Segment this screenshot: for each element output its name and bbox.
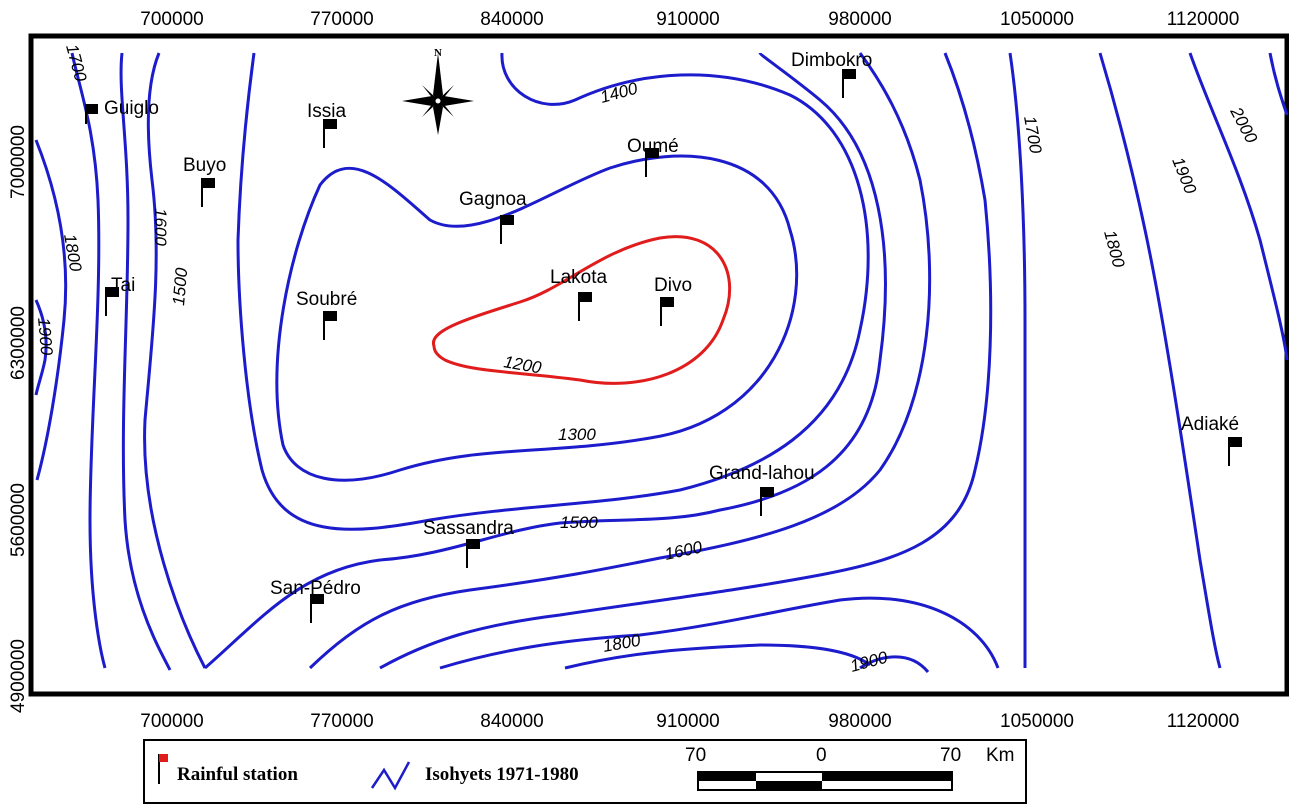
isohyet-1200 bbox=[432, 235, 732, 385]
station-adiake[interactable]: Adiaké bbox=[1181, 414, 1242, 466]
isohyet-1500-east bbox=[204, 51, 887, 670]
red-flag-icon bbox=[158, 754, 168, 784]
station-san-pedro[interactable]: San-Pédro bbox=[270, 578, 361, 623]
map-frame bbox=[28, 33, 1289, 697]
isohyet-1800-far bbox=[1008, 52, 1027, 668]
y-tick: 7000000 bbox=[8, 125, 29, 199]
x-tick-top: 1050000 bbox=[1000, 9, 1074, 30]
station-lakota[interactable]: Lakota bbox=[550, 267, 607, 321]
station-issia[interactable]: Issia bbox=[307, 101, 347, 148]
isohyet-1500-west bbox=[143, 52, 207, 669]
x-tick-bottom: 840000 bbox=[480, 711, 543, 732]
isohyet-2000 bbox=[1188, 52, 1289, 361]
station-label: Oumé bbox=[627, 136, 679, 157]
isohyet-1800-west bbox=[34, 139, 68, 481]
isohyet-label: 1500 bbox=[169, 266, 191, 306]
station-dimbokro[interactable]: Dimbokro bbox=[791, 50, 872, 98]
x-tick-top: 910000 bbox=[656, 9, 719, 30]
isohyet-1300 bbox=[275, 154, 799, 482]
x-tick-top: 840000 bbox=[480, 9, 543, 30]
isohyet-label: 1500 bbox=[560, 513, 598, 532]
x-tick-bottom: 1050000 bbox=[1000, 711, 1074, 732]
y-tick: 4900000 bbox=[8, 639, 29, 713]
x-tick-bottom: 1120000 bbox=[1167, 711, 1240, 732]
isohyet-labels: 1700 1800 1900 1600 1500 1400 1300 1200 … bbox=[34, 42, 1261, 676]
x-axis-bottom: 700000 770000 840000 910000 980000 10500… bbox=[140, 711, 1239, 732]
station-guiglo[interactable]: Guiglo bbox=[85, 98, 159, 124]
station-label: Buyo bbox=[183, 155, 226, 176]
y-axis-left: 7000000 6300000 5600000 4900000 bbox=[8, 125, 29, 713]
isohyet-1800-east bbox=[439, 596, 1000, 670]
station-label: Adiaké bbox=[1181, 414, 1239, 435]
isohyet-1700-east bbox=[379, 52, 993, 670]
isohyet-label: 1600 bbox=[151, 208, 170, 246]
station-grand-lahou[interactable]: Grand-lahou bbox=[709, 463, 815, 516]
isohyet-1600-east bbox=[308, 52, 932, 670]
station-label: Tai bbox=[111, 275, 135, 296]
x-tick-top: 770000 bbox=[310, 9, 373, 30]
station-buyo[interactable]: Buyo bbox=[183, 155, 226, 207]
y-tick: 5600000 bbox=[8, 483, 29, 557]
station-oume[interactable]: Oumé bbox=[627, 136, 679, 177]
north-letter: N bbox=[434, 47, 442, 59]
x-tick-bottom: 770000 bbox=[310, 711, 373, 732]
x-axis-top: 700000 770000 840000 910000 980000 10500… bbox=[140, 9, 1239, 30]
station-divo[interactable]: Divo bbox=[654, 275, 692, 326]
x-tick-top: 700000 bbox=[140, 9, 203, 30]
station-label: Divo bbox=[654, 275, 692, 296]
legend-station-label: Rainful station bbox=[177, 764, 298, 785]
station-label: Dimbokro bbox=[791, 50, 872, 71]
x-tick-top: 1120000 bbox=[1167, 9, 1240, 30]
isohyet-label: 1900 bbox=[34, 317, 56, 357]
station-gagnoa[interactable]: Gagnoa bbox=[459, 189, 527, 244]
station-label: Gagnoa bbox=[459, 189, 527, 210]
station-label: Soubré bbox=[296, 289, 357, 310]
y-tick: 6300000 bbox=[8, 306, 29, 380]
x-tick-bottom: 980000 bbox=[828, 711, 891, 732]
isohyet-2100-corner bbox=[1268, 52, 1289, 116]
station-label: Issia bbox=[307, 101, 347, 122]
stations: Guiglo Issia Dimbokro Buyo Oumé bbox=[85, 50, 1242, 623]
station-label: Sassandra bbox=[423, 518, 514, 539]
x-tick-top: 980000 bbox=[828, 9, 891, 30]
scale-right: 70 bbox=[940, 745, 961, 766]
compass-rose-icon: N bbox=[402, 47, 474, 135]
isohyet-lines bbox=[34, 51, 1289, 673]
station-tai[interactable]: Tai bbox=[105, 275, 135, 316]
scale-center: 0 bbox=[816, 745, 827, 766]
isohyet-1900-east bbox=[1098, 52, 1222, 669]
x-tick-bottom: 910000 bbox=[656, 711, 719, 732]
isohyet-1900-south bbox=[564, 643, 871, 670]
isohyet-1900-west bbox=[34, 299, 48, 396]
isohyet-1700-west bbox=[70, 52, 107, 669]
station-sassandra[interactable]: Sassandra bbox=[423, 518, 514, 568]
isohyet-label: 1300 bbox=[558, 425, 596, 444]
station-label: Guiglo bbox=[104, 98, 159, 119]
scale-unit: Km bbox=[986, 745, 1015, 766]
station-label: Grand-lahou bbox=[709, 463, 815, 484]
scale-left: 70 bbox=[685, 745, 706, 766]
isohyet-1600 bbox=[119, 52, 172, 671]
isohyet-1400 bbox=[236, 52, 870, 531]
legend: Rainful station Isohyets 1971-1980 70 0 … bbox=[143, 739, 1027, 804]
x-tick-bottom: 700000 bbox=[140, 711, 203, 732]
scale-bar: 70 0 70 Km bbox=[685, 745, 1015, 791]
station-label: San-Pédro bbox=[270, 578, 361, 599]
blue-line-icon bbox=[370, 761, 411, 791]
station-label: Lakota bbox=[550, 267, 607, 288]
isohyet-1900-dip bbox=[859, 655, 930, 673]
legend-isohyet-label: Isohyets 1971-1980 bbox=[425, 764, 579, 785]
station-soubre[interactable]: Soubré bbox=[296, 289, 357, 340]
